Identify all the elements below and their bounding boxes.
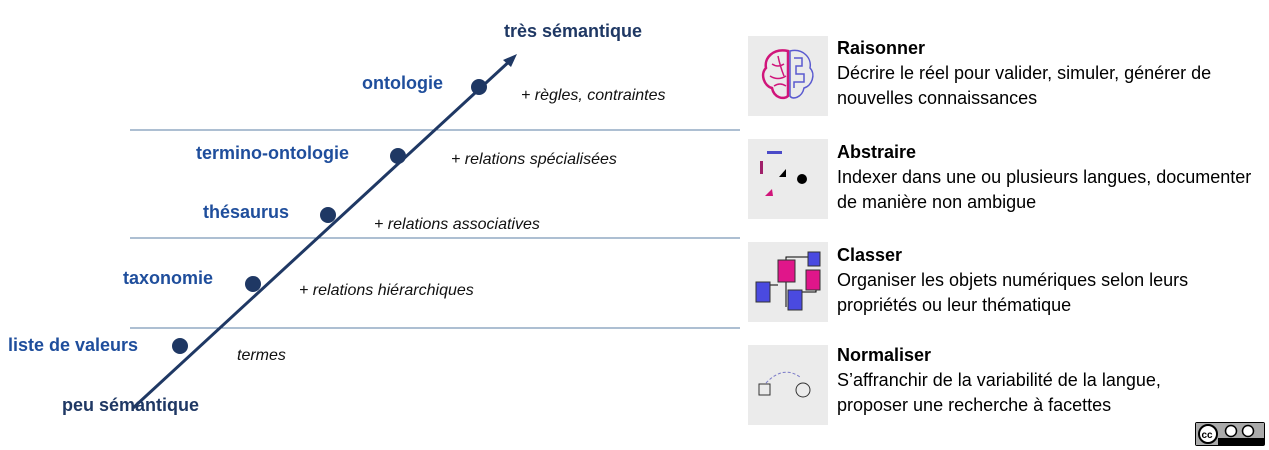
level-label: liste de valeurs bbox=[8, 335, 138, 355]
level-dot bbox=[245, 276, 261, 292]
level-addition: + règles, contraintes bbox=[521, 87, 666, 104]
level-label: thésaurus bbox=[203, 202, 289, 222]
use-title: Raisonner bbox=[837, 38, 926, 58]
svg-text:cc: cc bbox=[1202, 430, 1214, 441]
level-addition: termes bbox=[237, 347, 286, 364]
cc-license-badge: cc bbox=[1195, 422, 1265, 446]
arrow-head-icon bbox=[503, 54, 517, 67]
hierarchy-icon bbox=[748, 242, 828, 322]
level-label: ontologie bbox=[362, 73, 443, 93]
scale-top: très sémantique bbox=[504, 21, 642, 41]
brain-icon bbox=[748, 36, 828, 116]
shapes-icon bbox=[748, 139, 828, 219]
square-circle-icon bbox=[748, 345, 828, 425]
use-text: Indexer dans une ou plusieurs langues, d… bbox=[837, 167, 1252, 212]
level-dot bbox=[172, 338, 188, 354]
use-classer: Classer Organiser les objets numériques … bbox=[837, 243, 1207, 318]
level-addition: + relations spécialisées bbox=[451, 151, 617, 168]
level-addition: + relations associatives bbox=[374, 216, 540, 233]
level-label: taxonomie bbox=[123, 268, 213, 288]
level-dot bbox=[320, 207, 336, 223]
scale-arrow bbox=[131, 56, 515, 410]
use-text: Décrire le réel pour valider, simuler, g… bbox=[837, 63, 1212, 108]
use-title: Abstraire bbox=[837, 142, 917, 162]
use-text: Organiser les objets numériques selon le… bbox=[837, 270, 1189, 315]
level-addition: + relations hiérarchiques bbox=[299, 282, 474, 299]
scale-bottom: peu sémantique bbox=[62, 395, 199, 415]
use-normaliser: Normaliser S’affranchir de la variabilit… bbox=[837, 343, 1217, 418]
use-raisonner: Raisonner Décrire le réel pour valider, … bbox=[837, 36, 1257, 111]
use-abstraire: Abstraire Indexer dans une ou plusieurs … bbox=[837, 140, 1257, 215]
level-label: termino-ontologie bbox=[196, 143, 349, 163]
use-title: Normaliser bbox=[837, 345, 932, 365]
level-dot bbox=[471, 79, 487, 95]
level-dot bbox=[390, 148, 406, 164]
use-title: Classer bbox=[837, 245, 903, 265]
use-text: S’affranchir de la variabilité de la lan… bbox=[837, 370, 1161, 415]
